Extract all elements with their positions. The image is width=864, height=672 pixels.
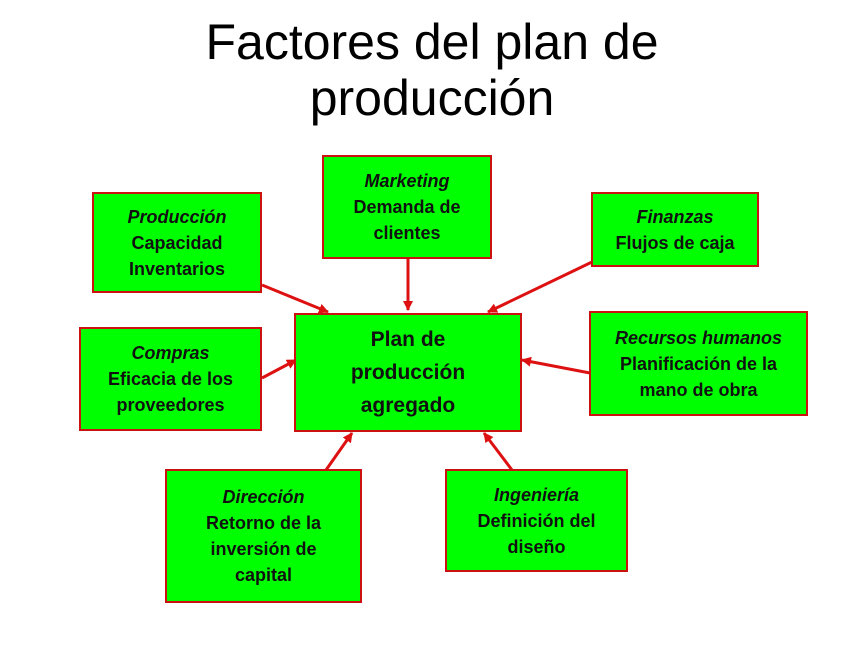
factor-head: Dirección — [222, 487, 305, 507]
factor-line: Retorno de la — [205, 513, 321, 533]
center-line-1: Plan de — [370, 328, 446, 351]
factor-node-marketing: Marketing Demanda de clientes — [322, 155, 492, 259]
factor-line: Inventarios — [128, 258, 226, 279]
factor-node-ingenieria: Ingeniería Definición del diseño — [445, 469, 628, 572]
factor-line: inversión de — [210, 539, 317, 559]
factor-line: Planificación de la — [619, 353, 778, 374]
arrow-produccion — [261, 283, 329, 314]
page-title: Factores del plan de producción — [0, 14, 864, 126]
factor-line: Capacidad — [131, 232, 223, 253]
arrow-finanzas — [487, 260, 593, 314]
factor-head: Marketing — [364, 171, 450, 191]
center-node-plan: Plan de producción agregado — [294, 313, 522, 432]
factor-line: Flujos de caja — [615, 232, 735, 253]
factor-node-direccion: Dirección Retorno de la inversión de cap… — [165, 469, 362, 603]
factor-node-finanzas: Finanzas Flujos de caja — [591, 192, 759, 267]
factor-node-recursos-humanos: Recursos humanos Planificación de la man… — [589, 311, 808, 416]
factor-line: capital — [234, 565, 293, 585]
factor-line: Demanda de — [353, 197, 461, 217]
factor-head: Finanzas — [636, 206, 714, 227]
factor-head: Compras — [131, 343, 210, 363]
title-line-1: Factores del plan de — [205, 14, 659, 70]
arrow-rrhh — [521, 356, 591, 375]
arrow-direccion — [324, 432, 354, 471]
factor-line: mano de obra — [639, 379, 758, 400]
factor-head: Recursos humanos — [614, 327, 783, 348]
center-line-3: agregado — [360, 394, 456, 417]
arrow-compras — [261, 358, 297, 380]
title-line-2: producción — [309, 70, 555, 126]
factor-line: Eficacia de los — [107, 369, 234, 389]
center-line-2: producción — [350, 361, 466, 384]
factor-head: Ingeniería — [493, 484, 580, 505]
factor-line: diseño — [507, 536, 566, 557]
factor-node-produccion: Producción Capacidad Inventarios — [92, 192, 262, 293]
factor-head: Producción — [127, 206, 227, 227]
factor-node-compras: Compras Eficacia de los proveedores — [79, 327, 262, 431]
factor-line: proveedores — [116, 395, 225, 415]
factor-line: clientes — [373, 223, 441, 243]
arrow-ingenieria — [482, 432, 514, 471]
factor-line: Definición del — [477, 510, 596, 531]
